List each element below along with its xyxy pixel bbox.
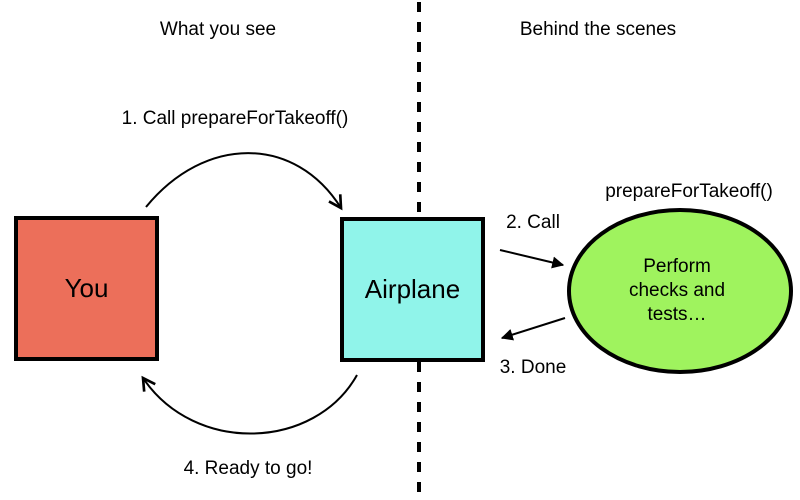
arrow-step-1 (145, 152, 341, 208)
step-4-label: 4. Ready to go! (184, 458, 313, 479)
airplane-box-shape (340, 217, 485, 362)
process-line-1: Perform (643, 256, 711, 277)
airplane-label: Airplane (365, 274, 460, 304)
you-box-shape (14, 216, 159, 361)
process-ellipse (567, 208, 793, 374)
step-1-label: 1. Call prepareForTakeoff() (122, 108, 349, 129)
you-label: You (65, 273, 109, 303)
header-behind-the-scenes: Behind the scenes (520, 19, 676, 40)
process-line-2: checks and (629, 280, 725, 301)
step-2-label: 2. Call (506, 212, 560, 233)
arrow-step-4 (143, 374, 358, 435)
step-3-label: 3. Done (500, 357, 567, 378)
you-box: You (14, 216, 159, 361)
header-what-you-see: What you see (160, 19, 276, 40)
process-line-3: tests… (647, 304, 706, 325)
airplane-box: Airplane (340, 217, 485, 362)
arrow-step-2 (499, 249, 565, 269)
process-node: prepareForTakeoff() Perform checks and t… (567, 181, 793, 374)
arrow-step-3 (500, 317, 566, 341)
process-title: prepareForTakeoff() (605, 181, 773, 202)
